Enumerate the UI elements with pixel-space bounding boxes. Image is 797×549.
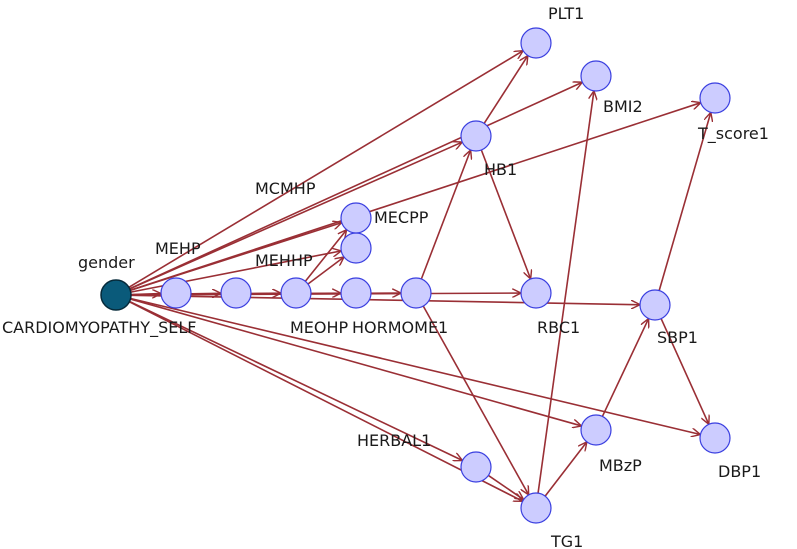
node-mbzp[interactable]: [580, 414, 612, 446]
node-label-mecpp: MECPP: [374, 208, 429, 227]
node-mcmhp[interactable]: [340, 277, 372, 309]
node-cardio[interactable]: [160, 277, 192, 309]
edge-gender-to-rbc1: [130, 293, 521, 295]
edge-gender-to-tg1: [129, 301, 522, 501]
node-label-sbp1: SBP1: [657, 328, 698, 347]
edge-gender-to-bmi2: [129, 82, 583, 290]
node-label-hormone1: HORMOME1: [352, 318, 448, 337]
node-label-tg1: TG1: [550, 532, 583, 549]
edge-mbzp-to-sbp1: [601, 319, 648, 417]
edge-sbp1-to-dbp1: [660, 318, 709, 425]
edge-gender-to-hb1: [129, 142, 463, 290]
node-sbp1[interactable]: [639, 289, 671, 321]
edge-tg1-to-mbzp: [544, 442, 587, 497]
edge-meohp-to-mecpp: [304, 230, 346, 282]
edge-gender-to-mbzp: [130, 298, 581, 426]
node-label-rbc1: RBC1: [537, 318, 580, 337]
edge-gender-to-herbal1: [129, 300, 463, 460]
node-tscore1[interactable]: [699, 82, 731, 114]
node-label-bmi2: BMI2: [603, 97, 643, 116]
edge-tg1-to-bmi2: [537, 91, 594, 494]
edge-hb1-to-plt1: [483, 56, 528, 124]
node-rbc1[interactable]: [520, 277, 552, 309]
edge-hb1-to-rbc1: [480, 149, 530, 279]
edge-gender-to-mecpp: [130, 223, 341, 292]
edge-gender-to-plt1: [128, 51, 523, 288]
node-label-dbp1: DBP1: [718, 462, 761, 481]
node-plt1[interactable]: [520, 27, 552, 59]
edge-sbp1-to-tscore1: [658, 112, 711, 291]
node-hormone1[interactable]: [400, 277, 432, 309]
node-label-meohp: MEOHP: [290, 318, 349, 337]
node-label-herbal1: HERBAL1: [357, 431, 431, 450]
edge-hormone1-to-hb1: [420, 150, 470, 280]
edge-hormone1-to-tg1: [422, 305, 528, 495]
edge-meohp-to-mehhp: [307, 257, 344, 285]
edge-gender-to-sbp1: [130, 294, 640, 304]
node-dbp1[interactable]: [699, 422, 731, 454]
node-label-tscore1: T_score1: [697, 124, 769, 144]
node-layer: [100, 27, 731, 524]
node-mecpp[interactable]: [340, 202, 372, 234]
node-label-cardio: CARDIOMYOPATHY_SELF: [2, 318, 196, 338]
edge-gender-to-tscore1: [129, 103, 701, 292]
node-gender[interactable]: [100, 279, 132, 311]
node-hb1[interactable]: [460, 120, 492, 152]
node-herbal1[interactable]: [460, 451, 492, 483]
node-label-plt1: PLT1: [548, 4, 584, 23]
edge-herbal1-to-tg1: [487, 474, 523, 499]
node-label-mcmhp: MCMHP: [255, 179, 316, 198]
node-tg1[interactable]: [520, 492, 552, 524]
node-label-gender: gender: [78, 253, 135, 272]
node-label-mbzp: MBzP: [599, 456, 642, 475]
node-mehhp[interactable]: [340, 232, 372, 264]
node-bmi2[interactable]: [580, 60, 612, 92]
node-label-mehhp: MEHHP: [255, 251, 313, 270]
node-mehp[interactable]: [220, 277, 252, 309]
node-label-mehp: MEHP: [155, 239, 201, 258]
node-label-hb1: HB1: [484, 160, 517, 179]
node-meohp[interactable]: [280, 277, 312, 309]
